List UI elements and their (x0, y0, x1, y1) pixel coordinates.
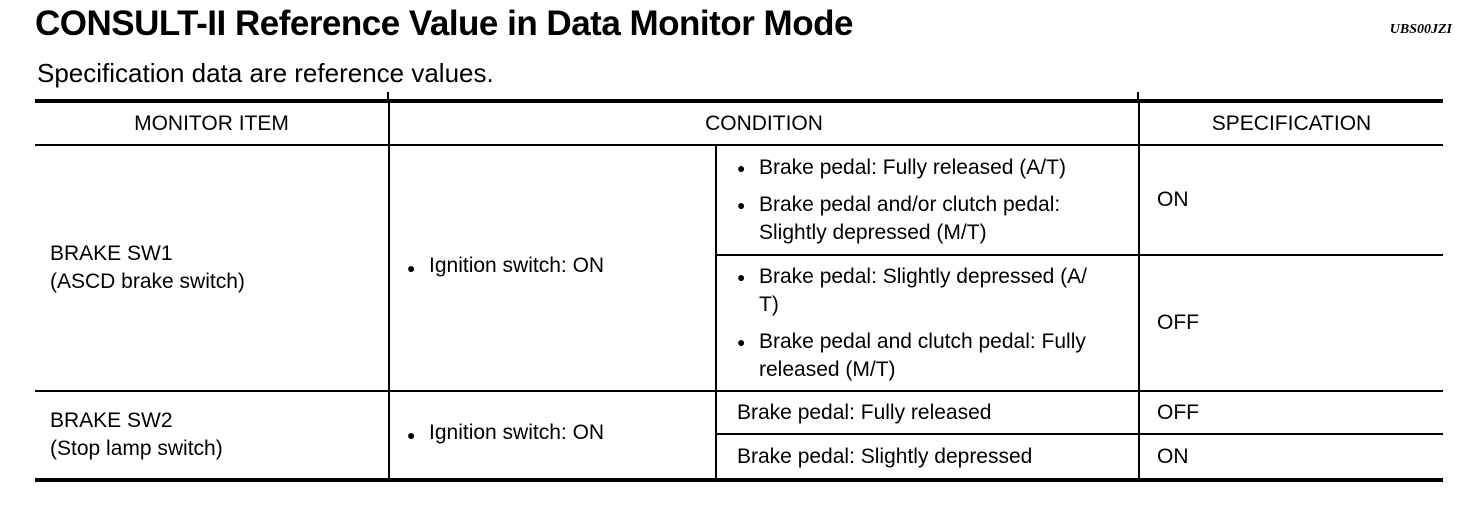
header-divider-tick (387, 92, 389, 100)
sub-condition-cell: ● Brake pedal: Slightly depressed (A/ T)… (715, 256, 1138, 392)
monitor-item-cell: BRAKE SW2 (Stop lamp switch) (35, 392, 388, 478)
sub-condition-item: ● Brake pedal and/or clutch pedal: Sligh… (737, 191, 1132, 247)
monitor-item-subname: (Stop lamp switch) (50, 437, 223, 460)
specification-cell: OFF (1138, 256, 1443, 392)
sub-condition-text: Brake pedal: Slightly depressed (A/ T) (759, 264, 1088, 316)
sub-condition-text: Brake pedal and clutch pedal: Fully rele… (759, 329, 1086, 381)
bullet-icon: ● (737, 159, 746, 176)
sub-condition-item: ● Brake pedal: Fully released (A/T) (737, 154, 1132, 182)
sub-condition-item: ● Brake pedal and clutch pedal: Fully re… (737, 328, 1132, 384)
sub-condition-cell: ● Brake pedal: Fully released (A/T) ● Br… (715, 146, 1138, 256)
header-label: MONITOR ITEM (134, 111, 289, 135)
condition-item: ● Ignition switch: ON (407, 421, 604, 449)
header-monitor-item: MONITOR ITEM (35, 103, 388, 146)
bullet-icon: ● (737, 333, 746, 350)
specification-value: ON (1157, 444, 1189, 468)
condition-cell: ● Ignition switch: ON (388, 392, 715, 478)
specification-cell: OFF (1138, 392, 1443, 435)
header-divider-tick (1137, 92, 1139, 100)
specification-value: OFF (1157, 400, 1199, 424)
bullet-icon: ● (407, 260, 416, 276)
bullet-icon: ● (737, 196, 746, 213)
sub-condition-text: Brake pedal and/or clutch pedal: Slightl… (759, 192, 1061, 244)
condition-text: Ignition switch: ON (429, 254, 605, 277)
specification-value: OFF (1157, 311, 1199, 334)
monitor-item-name: BRAKE SW2 (50, 409, 173, 432)
page-title: CONSULT-II Reference Value in Data Monit… (35, 4, 853, 43)
header-label: CONDITION (705, 111, 823, 135)
sub-condition-text: Brake pedal: Fully released (737, 400, 992, 424)
monitor-item-cell: BRAKE SW1 (ASCD brake switch) (35, 146, 388, 392)
sub-condition-item: ● Brake pedal: Slightly depressed (A/ T) (737, 263, 1132, 319)
bullet-icon: ● (737, 268, 746, 285)
reference-table: MONITOR ITEM CONDITION SPECIFICATION BRA… (35, 99, 1443, 482)
condition-item: ● Ignition switch: ON (407, 254, 604, 282)
specification-cell: ON (1138, 146, 1443, 256)
sub-condition-cell: Brake pedal: Slightly depressed (715, 435, 1138, 478)
sub-condition-text: Brake pedal: Slightly depressed (737, 444, 1033, 468)
monitor-item-name: BRAKE SW1 (50, 242, 173, 265)
doc-code: UBS00JZI (1389, 22, 1452, 37)
sub-condition-text: Brake pedal: Fully released (A/T) (759, 155, 1066, 179)
header-condition: CONDITION (388, 103, 1138, 146)
specification-value: ON (1157, 188, 1189, 211)
condition-cell: ● Ignition switch: ON (388, 146, 715, 392)
specification-cell: ON (1138, 435, 1443, 478)
header-specification: SPECIFICATION (1138, 103, 1443, 146)
condition-text: Ignition switch: ON (429, 421, 605, 444)
header-label: SPECIFICATION (1211, 111, 1372, 135)
bullet-icon: ● (407, 427, 416, 443)
page-subtitle: Specification data are reference values. (37, 58, 494, 88)
sub-condition-cell: Brake pedal: Fully released (715, 392, 1138, 435)
monitor-item-subname: (ASCD brake switch) (50, 270, 245, 293)
